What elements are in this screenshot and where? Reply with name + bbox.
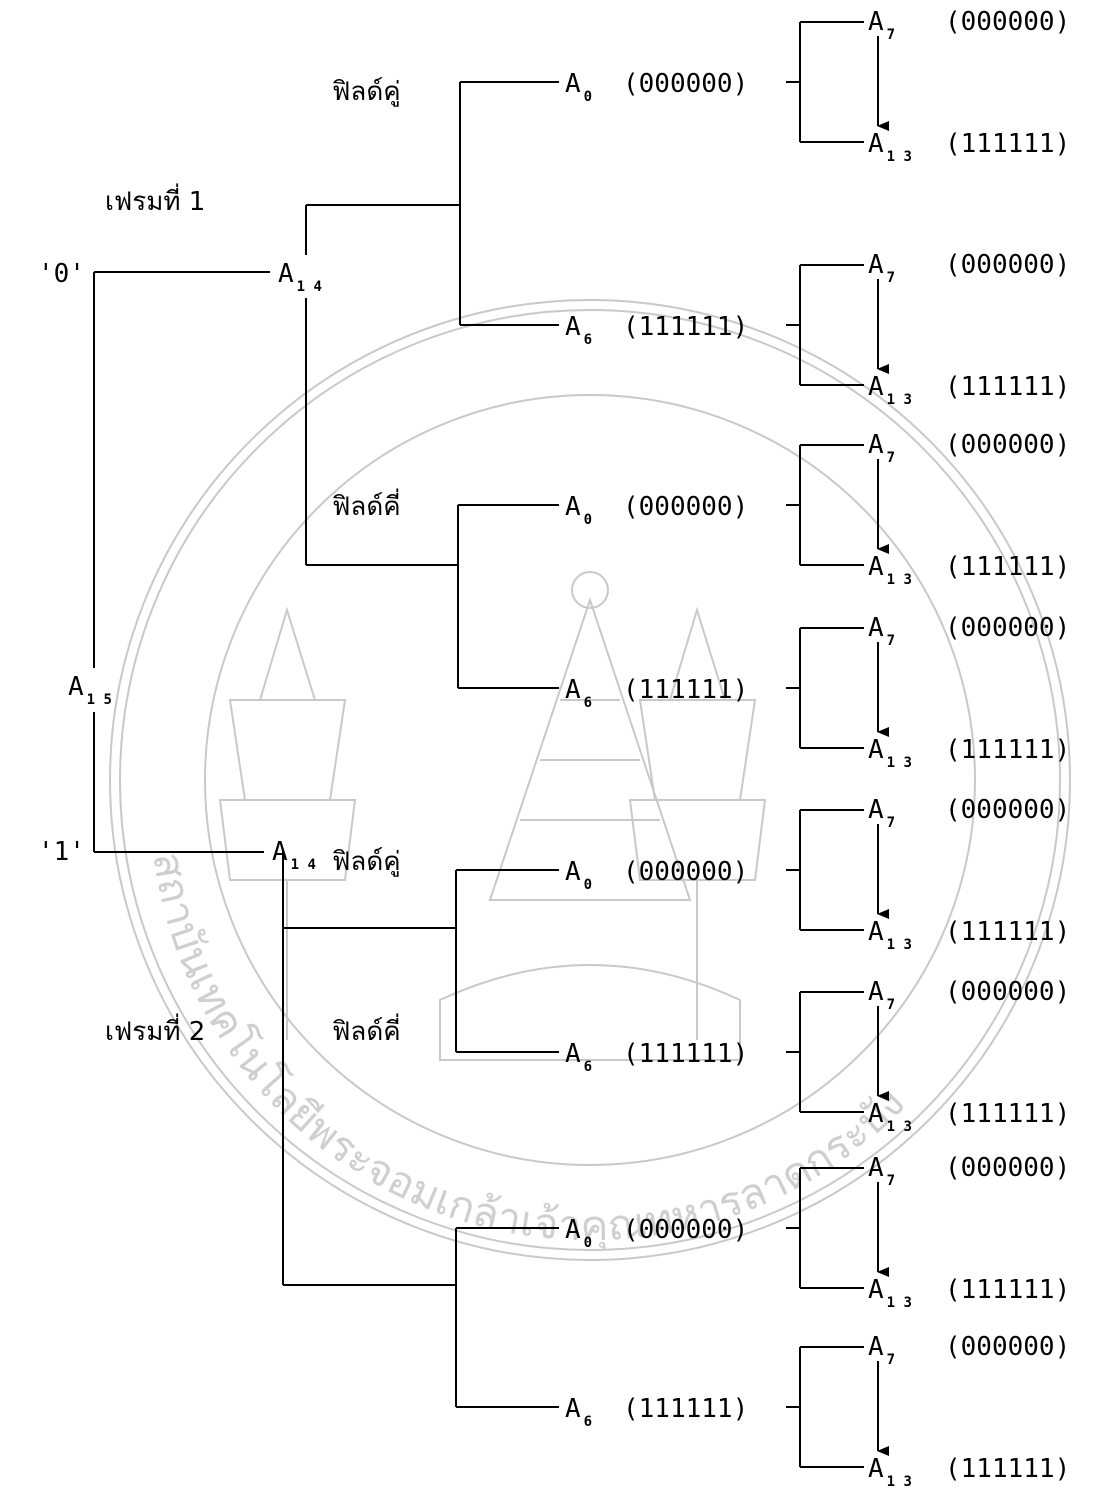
field-label-f1-2: ฟิลด์คี่ bbox=[332, 488, 401, 522]
field-label-f2-2: ฟิลด์คี่ bbox=[332, 1013, 401, 1047]
leaf-top-value-f1-2-1: (000000) bbox=[945, 430, 1070, 460]
leaf-top-value-f2-2-1: (000000) bbox=[945, 1153, 1070, 1183]
frame-1-label: เฟรมที่ 1 bbox=[105, 183, 205, 217]
field-label-f1-1: ฟิลด์คู่ bbox=[332, 77, 401, 107]
leaf-bottom-value-f2-1-1: (111111) bbox=[945, 917, 1070, 947]
leaf-top-value-f1-2-2: (000000) bbox=[945, 613, 1070, 643]
leaf-bottom-value-f1-2-1: (111111) bbox=[945, 552, 1070, 582]
leaf-bottom-value-f2-1-2: (111111) bbox=[945, 1099, 1070, 1129]
branch-value-f2-2-2: (111111) bbox=[623, 1394, 748, 1424]
watermark-crown-icon bbox=[440, 572, 740, 1060]
frame-1-bit: '0' bbox=[38, 259, 85, 289]
leaf-bottom-value-f1-1-1: (111111) bbox=[945, 129, 1070, 159]
watermark-seal: สถาบันเทคโนโลยีพระจอมเกล้าเจ้าคุณทหารลาด… bbox=[110, 300, 1070, 1260]
leaf-top-value-f2-2-2: (000000) bbox=[945, 1332, 1070, 1362]
branch-value-f2-1-2: (111111) bbox=[623, 1039, 748, 1069]
branch-value-f1-2-1: (000000) bbox=[623, 492, 748, 522]
watermark-arc-text: สถาบันเทคโนโลยีพระจอมเกล้าเจ้าคุณทหารลาด… bbox=[143, 849, 914, 1252]
branch-value-f2-1-1: (000000) bbox=[623, 857, 748, 887]
leaf-bottom-value-f1-2-2: (111111) bbox=[945, 735, 1070, 765]
leaf-top-value-f2-1-2: (000000) bbox=[945, 977, 1070, 1007]
branch-value-f1-2-2: (111111) bbox=[623, 675, 748, 705]
leaf-bottom-value-f2-2-2: (111111) bbox=[945, 1454, 1070, 1484]
branch-value-f1-1-2: (111111) bbox=[623, 312, 748, 342]
leaf-top-value-f2-1-1: (000000) bbox=[945, 795, 1070, 825]
frame-2-label: เฟรมที่ 2 bbox=[105, 1013, 205, 1047]
leaf-bottom-value-f1-1-2: (111111) bbox=[945, 372, 1070, 402]
branch-value-f1-1-1: (000000) bbox=[623, 69, 748, 99]
watermark-left-tower-icon bbox=[220, 610, 355, 1040]
frame-2-bit: '1' bbox=[38, 837, 85, 867]
field-label-f2-1: ฟิลด์คู่ bbox=[332, 847, 401, 877]
leaf-top-value-f1-1-1: (000000) bbox=[945, 7, 1070, 37]
leaf-top-value-f1-1-2: (000000) bbox=[945, 250, 1070, 280]
branch-value-f2-2-1: (000000) bbox=[623, 1215, 748, 1245]
leaf-bottom-value-f2-2-1: (111111) bbox=[945, 1275, 1070, 1305]
